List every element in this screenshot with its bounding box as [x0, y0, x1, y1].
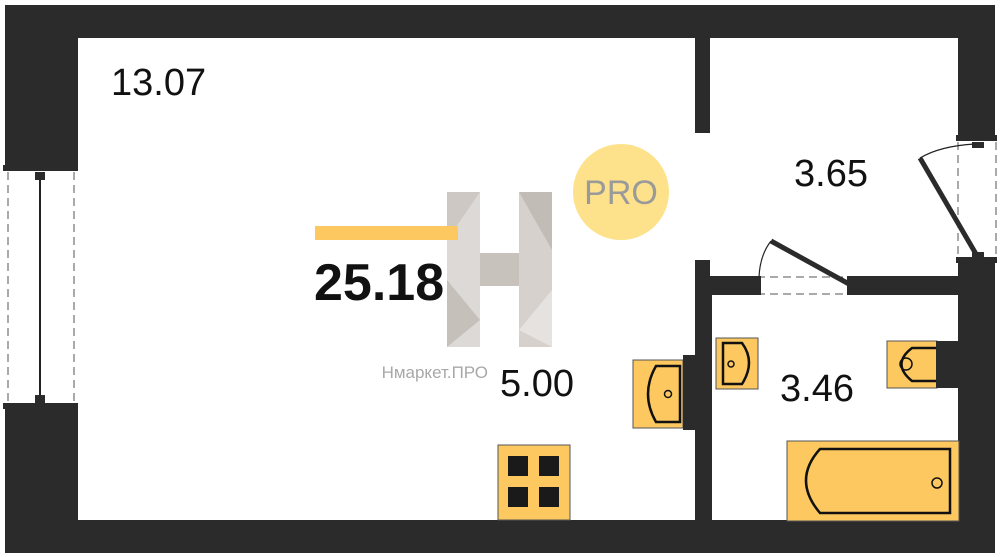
toilet — [886, 340, 960, 389]
stove — [497, 444, 571, 521]
window-left — [3, 165, 78, 409]
main-room-floor — [78, 38, 695, 520]
room-area-hallway: 3.65 — [794, 153, 868, 195]
bathtub — [786, 440, 960, 522]
bathroom-door — [752, 238, 856, 295]
doorway-gap — [695, 133, 711, 260]
hallway-floor — [710, 38, 958, 276]
pro-badge-text: PRO — [584, 174, 658, 212]
watermark-caption: Нмаркет.ПРО — [382, 363, 488, 382]
room-area-bathroom: 3.46 — [780, 368, 854, 410]
room-area-kitchen: 5.00 — [500, 363, 574, 405]
bathroom-sink — [715, 337, 759, 390]
balcony-door — [917, 135, 998, 263]
watermark-logo — [447, 192, 552, 347]
total-area-accent-bar — [315, 226, 458, 240]
total-area: 25.18 — [314, 254, 444, 312]
room-area-living: 13.07 — [111, 62, 206, 104]
pro-badge — [573, 144, 669, 240]
kitchen-sink — [632, 359, 684, 429]
